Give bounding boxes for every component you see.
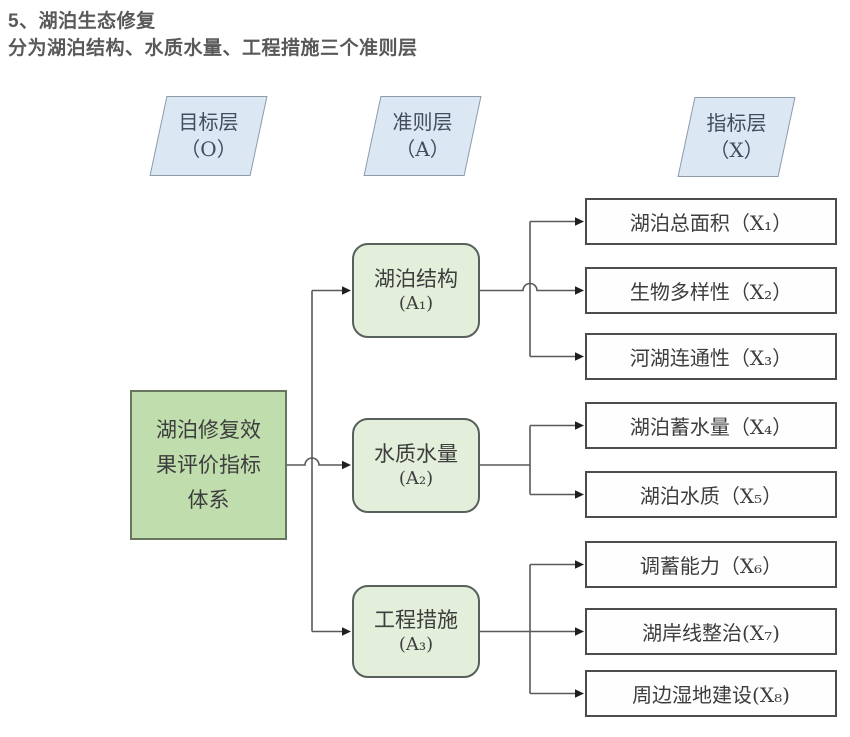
goal-box-line1: 湖泊修复效	[156, 417, 261, 442]
goal-box: 湖泊修复效 果评价指标 体系	[130, 390, 287, 540]
layer-indicator-code: （X）	[709, 138, 764, 162]
arrowhead-x2	[575, 286, 584, 295]
indicator-box-x5: 湖泊水质（X₅）	[585, 471, 837, 518]
indicator-box-x7: 湖岸线整治(X₇)	[585, 608, 837, 655]
criteria-a3-code: (A₃)	[398, 634, 434, 655]
criteria-box-a1: 湖泊结构 (A₁)	[352, 243, 480, 338]
arrowhead-x5	[575, 490, 584, 499]
indicator-x5-label: 湖泊水质（X₅）	[639, 484, 783, 508]
indicator-x6-label: 调蓄能力（X₆）	[639, 554, 783, 578]
criteria-a1-label: 湖泊结构	[374, 267, 458, 291]
indicator-box-x8: 周边湿地建设(X₈)	[585, 670, 837, 717]
criteria-a1-code: (A₁)	[398, 293, 434, 314]
indicator-x1-label: 湖泊总面积（X₁）	[629, 211, 793, 235]
goal-box-line2: 果评价指标	[156, 452, 261, 477]
indicator-x3-label: 河湖连通性（X₃）	[629, 346, 793, 370]
arrowhead-a1	[342, 286, 351, 295]
section-title: 5、湖泊生态修复	[8, 11, 156, 32]
arrowhead-x7	[575, 627, 584, 636]
goal-box-line3: 体系	[187, 487, 230, 512]
criteria-a3-label: 工程措施	[374, 608, 458, 632]
layer-indicator-title: 指标层	[706, 111, 767, 135]
indicator-x2-label: 生物多样性（X₂）	[629, 280, 793, 304]
layer-criteria-title: 准则层	[392, 110, 453, 134]
indicator-box-x1: 湖泊总面积（X₁）	[585, 198, 837, 245]
layer-goal-title: 目标层	[178, 110, 239, 134]
layer-goal-code: （O）	[180, 137, 237, 161]
layer-label-goal: 目标层 （O）	[149, 96, 268, 176]
criteria-a2-code: (A₂)	[398, 468, 434, 489]
indicator-box-x4: 湖泊蓄水量（X₄）	[585, 402, 837, 449]
section-subtitle: 分为湖泊结构、水质水量、工程措施三个准则层	[8, 38, 418, 59]
indicator-x7-label: 湖岸线整治(X₇)	[642, 621, 780, 645]
arrowhead-x6	[575, 560, 584, 569]
indicator-box-x6: 调蓄能力（X₆）	[585, 541, 837, 588]
arrowhead-a3	[342, 627, 351, 636]
arrowhead-x8	[575, 689, 584, 698]
indicator-box-x3: 河湖连通性（X₃）	[585, 333, 837, 380]
arrowhead-a2	[342, 460, 351, 470]
criteria-a2-label: 水质水量	[374, 442, 458, 466]
connector-goal-to-a2	[287, 457, 342, 466]
criteria-box-a2: 水质水量 (A₂)	[352, 418, 480, 513]
layer-criteria-code: （A）	[395, 137, 450, 161]
indicator-x4-label: 湖泊蓄水量（X₄）	[629, 415, 793, 439]
layer-label-indicator: 指标层 （X）	[677, 97, 796, 177]
arrowhead-x4	[575, 421, 584, 430]
criteria-box-a3: 工程措施 (A₃)	[352, 585, 480, 678]
indicator-x8-label: 周边湿地建设(X₈)	[632, 683, 790, 707]
layer-label-criteria: 准则层 （A）	[363, 96, 482, 176]
indicator-box-x2: 生物多样性（X₂）	[585, 267, 837, 314]
arrowhead-x1	[575, 217, 584, 226]
connector-a1-to-x2	[480, 282, 575, 292]
arrowhead-x3	[575, 352, 584, 361]
